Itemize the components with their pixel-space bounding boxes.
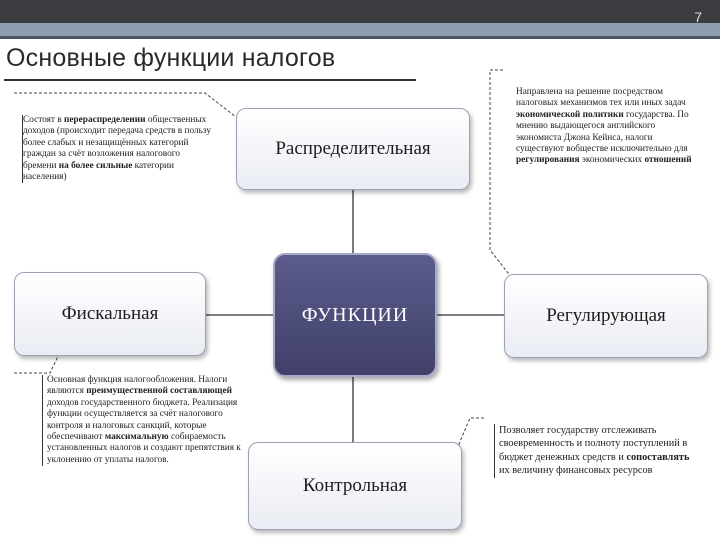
note-fiscal-segment: Основная функция налогообложения. Налоги…	[47, 375, 228, 397]
function-regulating-label: Регулирующая	[546, 305, 666, 326]
note-fiscal-segment: максимальную	[104, 432, 169, 443]
function-regulating: Регулирующая	[504, 274, 708, 358]
note-fiscal: Основная функция налогообложения. Налоги…	[42, 375, 247, 467]
note-distributive-segment: на более сильные	[58, 160, 133, 171]
function-distributive-label: Распределительная	[275, 138, 431, 159]
note-distributive-segment: перераспределении	[64, 115, 146, 125]
note-fiscal-segment: собираемость установленных налогов и соз…	[47, 432, 241, 465]
note-regulating-segment: экономической политики	[516, 109, 624, 120]
note-control: Позволяет государству отслеживать своевр…	[494, 424, 695, 478]
note-regulating-segment: государства. По мнению выдающегося англи…	[516, 109, 689, 155]
note-distributive: Состоят в перераспределении общественных…	[22, 115, 213, 184]
note-control-segment: их величину финансовых ресурсов	[499, 465, 653, 477]
slide-number: 7	[694, 9, 702, 25]
note-regulating: Направлена на решение посредством налого…	[516, 87, 692, 167]
note-distributive-segment: Состоят в	[23, 115, 64, 125]
top-bar	[0, 0, 720, 23]
note-regulating-segment: экономических	[579, 155, 645, 166]
note-regulating-segment: Направлена на решение посредством налого…	[516, 87, 686, 109]
top-band	[0, 23, 720, 36]
top-band-accent	[0, 36, 720, 39]
callout-fiscal	[14, 351, 61, 374]
center-label: ФУНКЦИИ	[301, 303, 409, 326]
function-control-label: Контрольная	[302, 475, 408, 496]
note-fiscal-segment: преимущественной составляющей	[86, 386, 232, 397]
slide-title: Основные функции налогов	[6, 44, 336, 72]
function-fiscal-label: Фискальная	[61, 303, 159, 324]
callout-distributive	[14, 92, 237, 118]
center-node: ФУНКЦИИ	[273, 253, 437, 377]
note-control-segment: сопоставлять	[626, 451, 690, 463]
note-distributive-segment: категории населения)	[23, 160, 174, 183]
function-control: Контрольная	[248, 442, 462, 530]
note-fiscal-segment: доходов государственного бюджета. Реализ…	[47, 397, 238, 443]
note-regulating-segment: отношений	[644, 155, 692, 166]
callout-regulating	[489, 69, 513, 279]
note-distributive-segment: общественных доходов (происходит передач…	[23, 115, 212, 171]
function-fiscal: Фискальная	[14, 272, 206, 356]
title-underline	[4, 79, 416, 81]
note-regulating-segment: регулирования	[516, 155, 580, 166]
note-control-segment: Позволяет государству отслеживать своевр…	[499, 425, 688, 463]
function-distributive: Распределительная	[236, 108, 470, 190]
